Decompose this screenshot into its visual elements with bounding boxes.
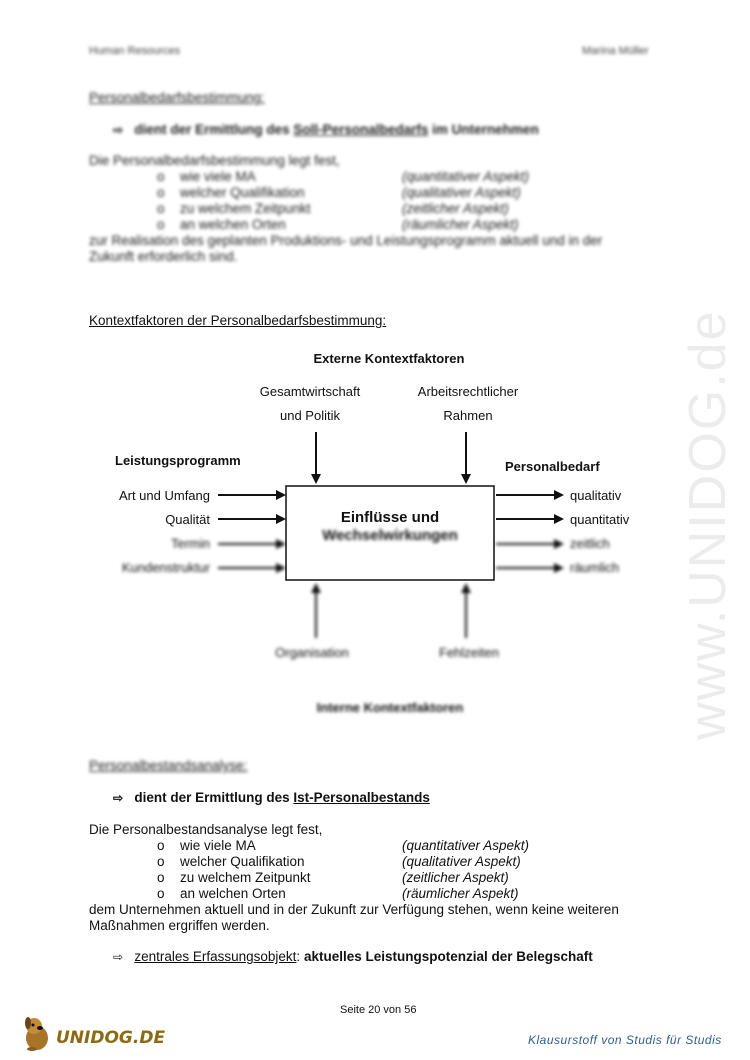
top-right-label-1: Arbeitsrechtlicher — [418, 384, 519, 399]
section3-title: Personalbestandsanalyse: — [89, 758, 248, 773]
list-item: welcher Qualifikation — [180, 185, 305, 200]
list-item: wie viele MA — [180, 838, 256, 853]
top-title: Externe Kontextfaktoren — [314, 351, 465, 366]
section3-outro-2: Maßnahmen ergriffen werden. — [89, 918, 270, 933]
section1-outro-1: zur Realisation des geplanten Produktion… — [89, 233, 603, 248]
section1-intro: Die Personalbedarfsbestimmung legt fest, — [89, 153, 340, 168]
top-right-label-2: Rahmen — [443, 408, 492, 423]
arrow-link-text: zentrales Erfassungsobjekt — [134, 949, 297, 964]
list-item-aspect: (zeitlicher Aspekt) — [402, 201, 509, 216]
circle-bullet-icon: o — [157, 870, 165, 885]
list-item: zu welchem Zeitpunkt — [180, 870, 311, 885]
list-item: an welchen Orten — [180, 217, 286, 232]
list-item-aspect: (zeitlicher Aspekt) — [402, 870, 509, 885]
section1-outro-2: Zukunft erforderlich sind. — [89, 249, 238, 264]
section1-title: Personalbedarfsbestimmung: — [89, 90, 265, 105]
list-item: an welchen Orten — [180, 886, 286, 901]
right-item: zeitlich — [570, 536, 610, 551]
arrow-link-text: Soll-Personalbedarfs — [293, 122, 429, 137]
arrow-suffix: im Unternehmen — [432, 122, 539, 137]
section3-arrow-line: ⇨ dient der Ermittlung des Ist-Personalb… — [113, 790, 430, 805]
center-label-1: Einflüsse und — [341, 509, 439, 526]
header-right: Marina Müller — [582, 45, 649, 57]
arrow-bold-text: aktuelles Leistungspotenzial der Belegsc… — [303, 949, 593, 964]
list-item-aspect: (räumlicher Aspekt) — [402, 217, 519, 232]
left-item: Art und Umfang — [119, 488, 210, 503]
circle-bullet-icon: o — [157, 854, 165, 869]
left-item: Termin — [171, 536, 210, 551]
top-left-label-1: Gesamtwirtschaft — [260, 384, 361, 399]
top-left-label-2: und Politik — [280, 408, 340, 423]
list-item-aspect: (quantitativer Aspekt) — [402, 838, 530, 853]
section3-intro: Die Personalbestandsanalyse legt fest, — [89, 822, 323, 837]
center-box — [285, 485, 495, 581]
bottom-title: Interne Kontextfaktoren — [317, 700, 464, 715]
footer-brand: UNIDOG.DE — [56, 1028, 166, 1048]
hollow-right-arrow-icon: ⇨ — [113, 950, 124, 964]
header-left: Human Resources — [89, 45, 181, 57]
right-item: räumlich — [570, 560, 619, 575]
list-item-aspect: (quantitativer Aspekt) — [402, 169, 530, 184]
diagram-blurred-area: Wechselwirkungen Termin Kundenstruktur z… — [122, 527, 619, 715]
context-factors-diagram: Externe Kontextfaktoren Gesamtwirtschaft… — [115, 351, 630, 715]
hollow-right-arrow-icon: ⇨ — [113, 123, 124, 137]
section3-arrow2-line: ⇨ zentrales Erfassungsobjekt: aktuelles … — [113, 949, 593, 964]
left-title: Leistungsprogramm — [115, 453, 241, 468]
circle-bullet-icon: o — [157, 217, 165, 232]
circle-bullet-icon: o — [157, 886, 165, 901]
list-item: zu welchem Zeitpunkt — [180, 201, 311, 216]
circle-bullet-icon: o — [157, 185, 165, 200]
right-item: quantitativ — [570, 512, 630, 527]
circle-bullet-icon: o — [157, 838, 165, 853]
list-item: wie viele MA — [180, 169, 256, 184]
right-title: Personalbedarf — [505, 459, 600, 474]
right-item: qualitativ — [570, 488, 622, 503]
list-item-aspect: (qualitativer Aspekt) — [402, 854, 521, 869]
section3-outro-1: dem Unternehmen aktuell und in der Zukun… — [89, 902, 619, 917]
diagram-visible-rows: Art und Umfang Qualität qualitativ quant… — [119, 488, 630, 527]
page-number: Seite 20 von 56 — [340, 1004, 417, 1016]
center-label-2: Wechselwirkungen — [322, 527, 458, 544]
section1-arrow-line: ⇨ dient der Ermittlung des Soll-Personal… — [113, 122, 539, 137]
arrow-text: dient der Ermittlung des — [134, 790, 290, 805]
list-item-aspect: (qualitativer Aspekt) — [402, 185, 521, 200]
section2-title: Kontextfaktoren der Personalbedarfsbesti… — [89, 313, 387, 328]
arrow-text: dient der Ermittlung des — [134, 122, 290, 137]
list-item-aspect: (räumlicher Aspekt) — [402, 886, 519, 901]
hollow-right-arrow-icon: ⇨ — [113, 791, 124, 805]
bottom-right-label: Fehlzeiten — [439, 645, 499, 660]
dog-logo-icon — [20, 1014, 54, 1052]
footer-slogan: Klausurstoff von Studis für Studis — [528, 1033, 722, 1047]
circle-bullet-icon: o — [157, 169, 165, 184]
bottom-left-label: Organisation — [275, 645, 349, 660]
arrow-link-text: Ist-Personalbestands — [293, 790, 430, 805]
left-item: Kundenstruktur — [122, 560, 211, 575]
list-item: welcher Qualifikation — [180, 854, 305, 869]
circle-bullet-icon: o — [157, 201, 165, 216]
left-item: Qualität — [165, 512, 210, 527]
